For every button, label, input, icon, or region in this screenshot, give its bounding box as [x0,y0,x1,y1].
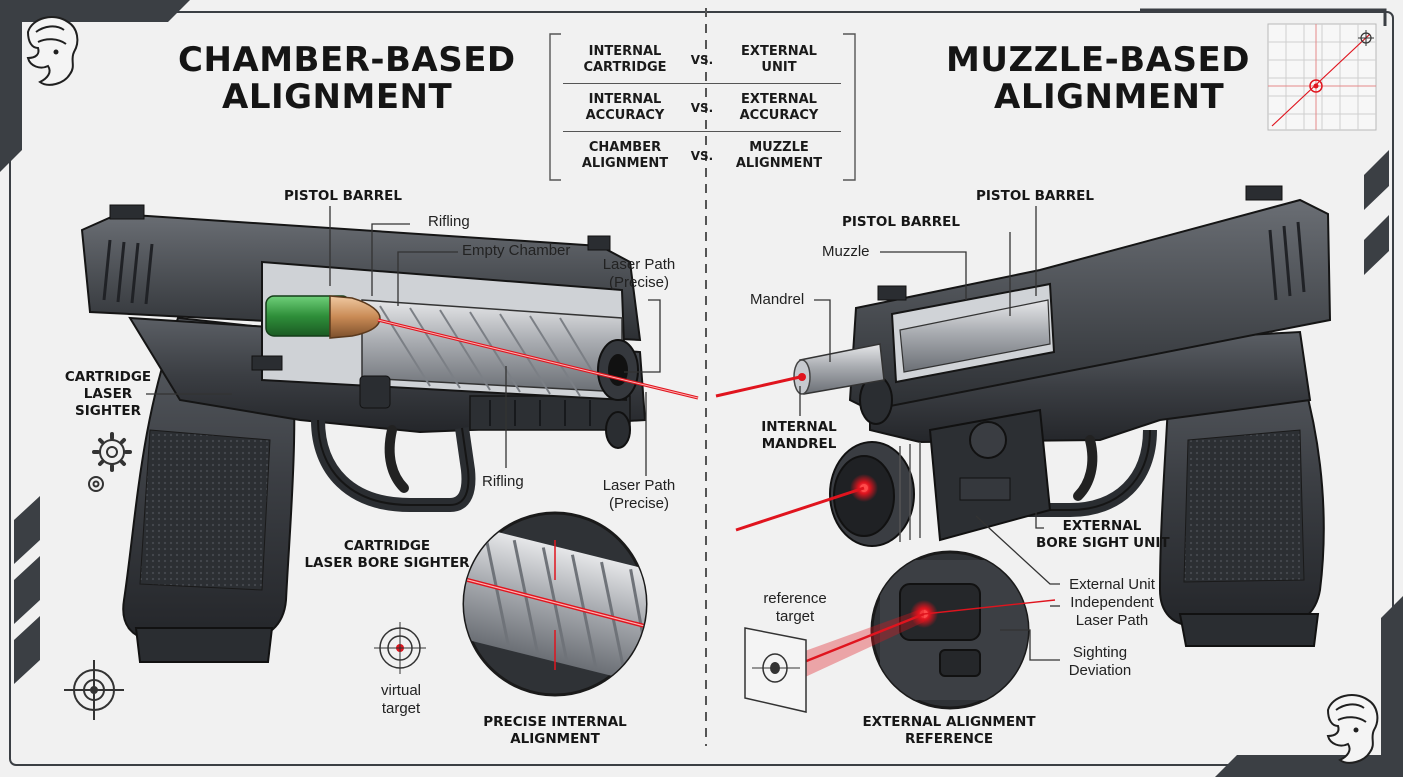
label-empty-chamber: Empty Chamber [462,242,571,259]
muzzle-based-title: MUZZLE-BASED ALIGNMENT [946,42,1250,116]
chamber-pistol-illustration [80,204,699,663]
label-rifling-bottom: Rifling [482,473,524,490]
label-rifling-top: Rifling [428,213,470,230]
right-leader-lines [799,206,1060,661]
title-line-2: ALIGNMENT [222,77,453,117]
label-laser-path-bottom: Laser Path(Precise) [602,477,676,512]
reference-target-icon [744,627,807,713]
label-mandrel: Mandrel [750,291,805,308]
title-line-2: ALIGNMENT [994,77,1225,117]
gear-icon [88,432,132,492]
lion-logo-icon [1326,694,1379,764]
grid-target-icon [1267,23,1377,131]
comparison-vs: VS. [690,53,714,67]
comparison-vs: VS. [690,149,714,163]
left-leader-lines [146,206,661,476]
label-pistol-barrel-top: PISTOL BARREL [976,188,1094,204]
comparison-box-frame [549,33,856,181]
muzzle-pistol-illustration [715,185,1332,647]
external-alignment-zoom [780,550,1056,710]
crosshair-target-icon [64,660,124,720]
chamber-based-title: CHAMBER-BASED ALIGNMENT [178,42,516,116]
label-muzzle: Muzzle [822,243,870,260]
precise-internal-zoom [462,511,648,697]
virtual-target-icon [374,622,426,674]
comparison-vs: VS. [690,101,714,115]
title-line-1: CHAMBER-BASED [178,40,516,80]
label-pistol-barrel: PISTOL BARREL [284,188,402,204]
label-laser-path-top: Laser Path(Precise) [602,256,676,291]
comparison-divider [563,131,841,132]
comparison-divider [563,83,841,84]
title-line-1: MUZZLE-BASED [946,40,1250,80]
label-pistol-barrel-second: PISTOL BARREL [842,214,960,230]
lion-logo-icon [26,16,79,86]
